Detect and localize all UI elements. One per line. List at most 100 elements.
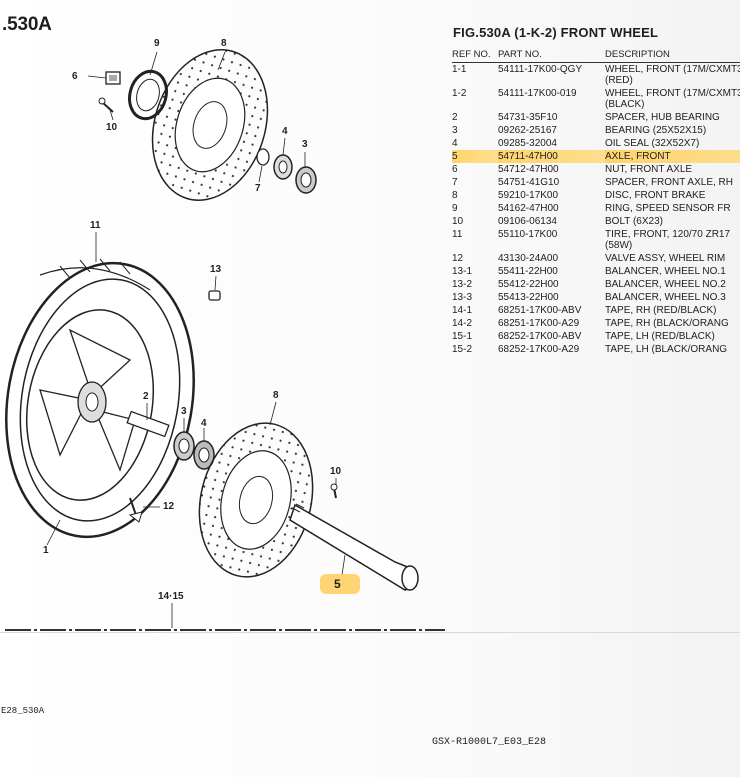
description: BALANCER, WHEEL NO.3 <box>605 291 740 304</box>
col-part-no: PART NO. <box>498 47 605 63</box>
part-no: 55110-17K00 <box>498 229 558 240</box>
callout-4-top: 4 <box>282 126 288 137</box>
description: TIRE, FRONT, 120/70 ZR17(58W) <box>605 228 740 252</box>
ref-no: 13-1 <box>452 266 473 277</box>
description-line-2: (BLACK) <box>605 99 645 110</box>
part-no: 59210-17K00 <box>498 190 559 201</box>
ref-no: 4 <box>452 138 458 149</box>
callout-14-15: 14·15 <box>158 591 184 602</box>
part-no: 55412-22H00 <box>498 279 559 290</box>
ref-no: 1-1 <box>452 64 467 75</box>
figure-reference: .530A <box>2 14 52 35</box>
description: OIL SEAL (32X52X7) <box>605 137 740 150</box>
part-no: 09106-06134 <box>498 216 557 227</box>
description-line: TAPE, RH (BLACK/ORANG <box>605 318 729 329</box>
description-line: BEARING (25X52X15) <box>605 125 707 136</box>
upper-brake-disc <box>151 49 269 201</box>
description: AXLE, FRONT <box>605 150 740 163</box>
parts-row: 1-2 54111-17K00-019 WHEEL, FRONT (17M/CXMT… <box>452 87 740 111</box>
callout-3: 3 <box>302 139 308 150</box>
ref-no: 14-2 <box>452 318 473 329</box>
col-ref-no: REF NO. <box>452 47 498 63</box>
callout-13: 13 <box>210 264 222 275</box>
callout-11: 11 <box>90 220 101 231</box>
speed-sensor-ring <box>128 69 168 121</box>
description: BALANCER, WHEEL NO.2 <box>605 278 740 291</box>
callout-5-highlight: 5 <box>320 574 360 594</box>
description-line: OIL SEAL (32X52X7) <box>605 138 700 149</box>
balancer-weight <box>208 290 221 301</box>
description-line: BALANCER, WHEEL NO.2 <box>605 279 726 290</box>
ref-no: 11 <box>452 229 463 240</box>
part-no: 54111-17K00-019 <box>498 88 577 99</box>
upper-spacer-bearing-seal <box>256 148 317 194</box>
part-no: 54751-41G10 <box>498 177 560 188</box>
parts-row: 13-1 55411-22H00 BALANCER, WHEEL NO.1 <box>452 265 740 278</box>
ref-no: 12 <box>452 253 464 264</box>
valve-stem <box>128 497 143 523</box>
ref-no: 10 <box>452 216 464 227</box>
front-wheel <box>25 309 155 501</box>
part-no: 68251-17K00-ABV <box>498 305 582 316</box>
ref-no: 6 <box>452 164 458 175</box>
description: TAPE, RH (BLACK/ORANG <box>605 317 740 330</box>
part-no: 68252-17K00-A29 <box>498 344 580 355</box>
description-line: SPACER, FRONT AXLE, RH <box>605 177 733 188</box>
part-no: 55411-22H00 <box>498 266 558 277</box>
description: WHEEL, FRONT (17M/CXMT3(RED) <box>605 63 740 88</box>
callout-5: 5 <box>334 577 341 591</box>
callout-8-low: 8 <box>273 390 279 401</box>
description: VALVE ASSY, WHEEL RIM <box>605 252 740 265</box>
description: TAPE, LH (BLACK/ORANG <box>605 343 740 356</box>
callout-2: 2 <box>143 391 149 402</box>
part-no: 54712-47H00 <box>498 164 559 175</box>
parts-row: 1-1 54111-17K00-QGY WHEEL, FRONT (17M/CXMT… <box>452 63 740 88</box>
callout-6: 6 <box>72 71 78 82</box>
callout-10-top: 10 <box>106 122 118 133</box>
description: WHEEL, FRONT (17M/CXMT3(BLACK) <box>605 87 740 111</box>
lower-bearing-seal <box>173 431 215 470</box>
description-line: SPACER, HUB BEARING <box>605 112 720 123</box>
parts-row: 9 54162-47H00 RING, SPEED SENSOR FR <box>452 202 740 215</box>
part-no: 54111-17K00-QGY <box>498 64 583 75</box>
description: SPACER, HUB BEARING <box>605 111 740 124</box>
footer-model-code: GSX-R1000L7_E03_E28 <box>432 737 547 748</box>
description: TAPE, RH (RED/BLACK) <box>605 304 740 317</box>
part-no: 54162-47H00 <box>498 203 559 214</box>
description-line: NUT, FRONT AXLE <box>605 164 693 175</box>
parts-row: 6 54712-47H00 NUT, FRONT AXLE <box>452 163 740 176</box>
part-no: 54731-35F10 <box>498 112 558 123</box>
description-line: BALANCER, WHEEL NO.3 <box>605 292 726 303</box>
description-line: DISC, FRONT BRAKE <box>605 190 706 201</box>
description-line: TAPE, RH (RED/BLACK) <box>605 305 717 316</box>
ref-no: 15-2 <box>452 344 473 355</box>
description-line: TAPE, LH (RED/BLACK) <box>605 331 715 342</box>
description: NUT, FRONT AXLE <box>605 163 740 176</box>
callout-3-low: 3 <box>181 406 187 417</box>
description-line: WHEEL, FRONT (17M/CXMT3 <box>605 88 740 99</box>
description-line: RING, SPEED SENSOR FR <box>605 203 731 214</box>
description: BALANCER, WHEEL NO.1 <box>605 265 740 278</box>
callout-12: 12 <box>163 501 175 512</box>
upper-bolt <box>98 97 114 113</box>
callout-8-top: 8 <box>221 38 227 49</box>
callout-1: 1 <box>43 545 49 556</box>
ref-no: 1-2 <box>452 88 467 99</box>
ref-no: 15-1 <box>452 331 473 342</box>
lower-bolt <box>330 483 338 499</box>
ref-no: 9 <box>452 203 458 214</box>
description: RING, SPEED SENSOR FR <box>605 202 740 215</box>
ref-no: 13-2 <box>452 279 473 290</box>
description: BOLT (6X23) <box>605 215 740 228</box>
